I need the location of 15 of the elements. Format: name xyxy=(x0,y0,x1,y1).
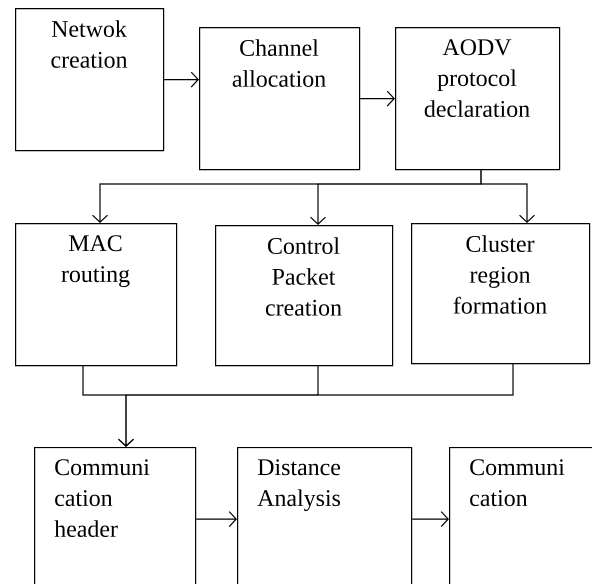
process-box: Channel allocation xyxy=(199,27,360,170)
process-box: MAC routing xyxy=(15,223,178,366)
merge-arrow xyxy=(118,363,514,447)
process-box: Communi cation xyxy=(449,447,592,584)
branch-arrow xyxy=(480,169,535,223)
process-box: Distance Analysis xyxy=(237,447,412,584)
arrow xyxy=(164,72,199,88)
process-box: Communi cation header xyxy=(34,447,196,584)
process-box: Cluster region formation xyxy=(411,223,590,364)
process-box: Netwok creation xyxy=(15,8,164,152)
arrow xyxy=(360,90,395,106)
arrow xyxy=(412,511,449,527)
process-box: AODV protocol declaration xyxy=(395,27,560,170)
process-box: Control Packet creation xyxy=(215,225,394,366)
arrow xyxy=(196,511,237,527)
